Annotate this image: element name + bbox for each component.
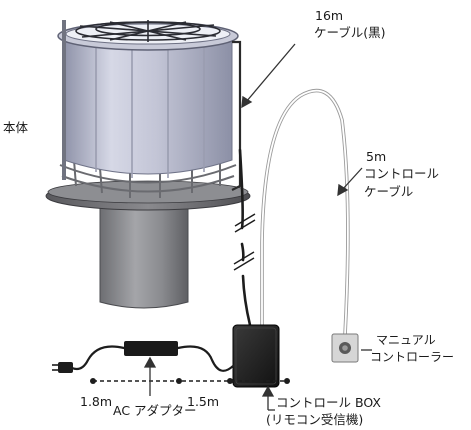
manual-controller — [331, 333, 359, 363]
label-cable16-length: 16m — [315, 8, 343, 23]
ac-adapter — [124, 341, 178, 356]
label-cable5-name2: ケーブル — [364, 184, 413, 199]
lower-cage — [59, 159, 237, 198]
guard-bars — [95, 44, 205, 178]
label-length-1-5m: 1.5m — [187, 394, 219, 409]
leader-arrows — [143, 43, 372, 411]
label-body: 本体 — [3, 120, 29, 135]
cable-16m — [238, 148, 252, 327]
main-unit — [45, 20, 251, 309]
label-manual-controller-2: コントローラー — [370, 350, 454, 364]
label-ac-adapter: AC アダプター — [113, 403, 197, 418]
label-control-box-1: コントロール BOX — [276, 395, 381, 410]
label-control-box-2: (リモコン受信機) — [266, 412, 363, 427]
label-manual-controller-1: マニュアル — [376, 333, 436, 347]
power-plug — [52, 362, 73, 373]
side-bracket — [231, 40, 242, 191]
power-cord — [70, 345, 235, 372]
control-box — [232, 324, 280, 388]
dimension-dots — [90, 378, 290, 384]
label-cable5-name1: コントロール — [364, 166, 439, 181]
label-cable16-name: ケーブル(黒) — [314, 25, 386, 40]
label-length-1-8m: 1.8m — [80, 394, 112, 409]
cable-break-marks — [233, 213, 256, 271]
control-cable-5m — [260, 88, 350, 337]
cylinder-body — [63, 37, 233, 175]
mounting-pole — [99, 207, 189, 309]
label-cable5-length: 5m — [366, 149, 386, 164]
top-grid — [75, 20, 221, 42]
